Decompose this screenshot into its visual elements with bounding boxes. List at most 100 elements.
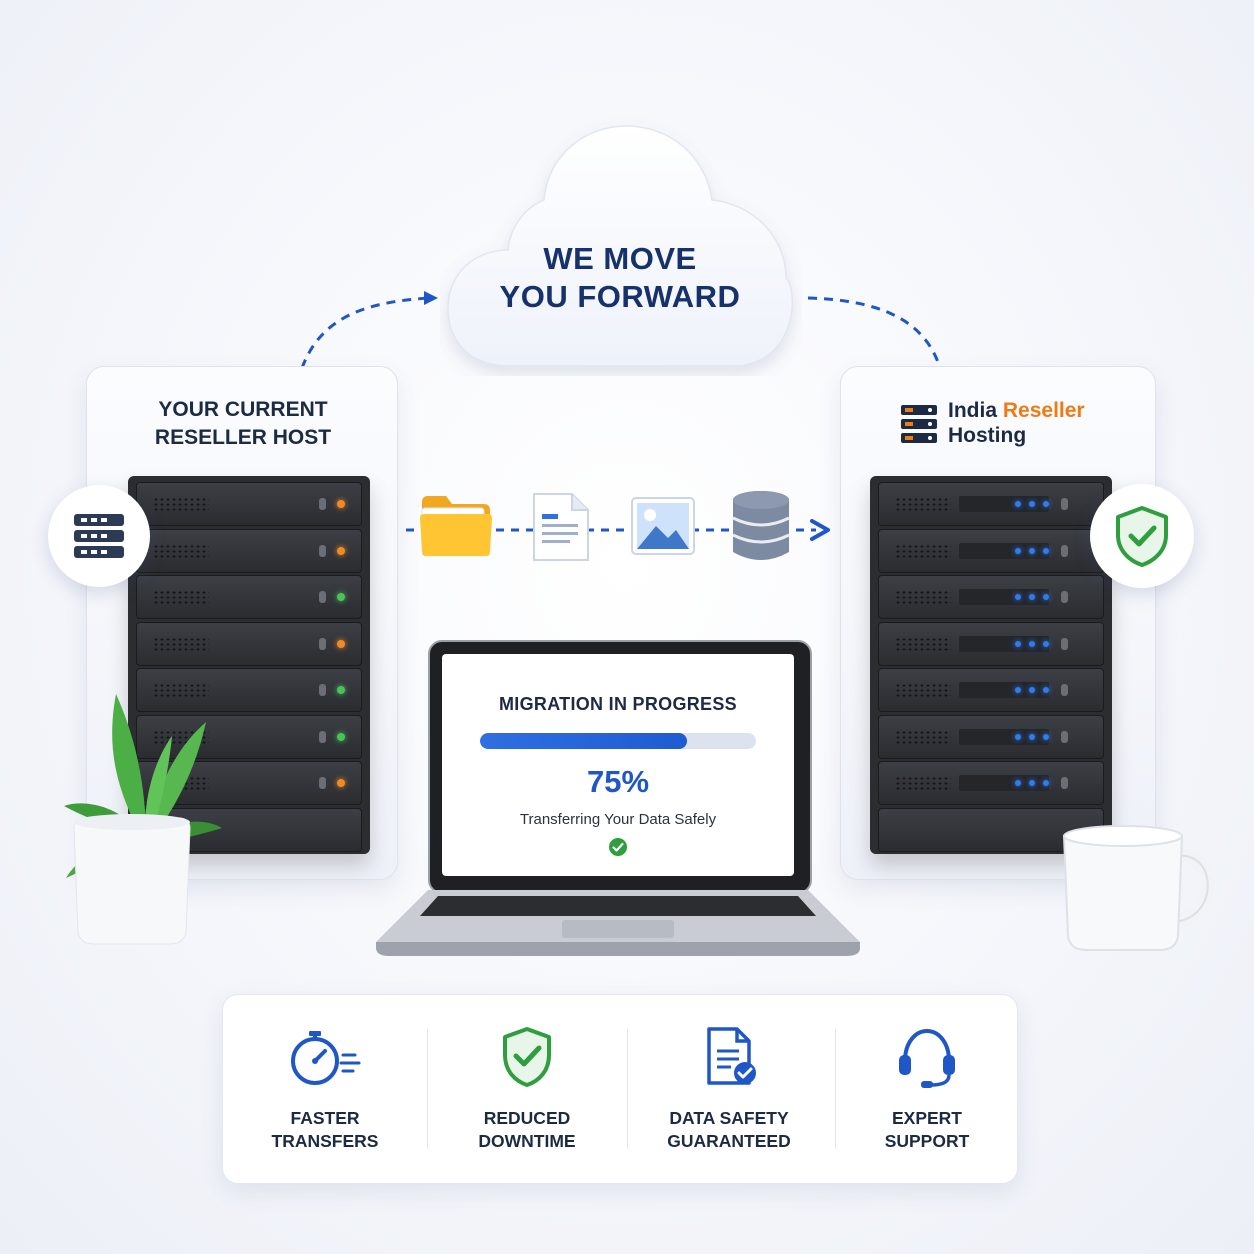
- feature-divider: [427, 1029, 428, 1149]
- status-led: [1015, 687, 1021, 693]
- server-unit: [136, 575, 362, 619]
- power-button: [1061, 730, 1068, 743]
- status-led: [1043, 733, 1049, 740]
- status-led: [1015, 547, 1021, 554]
- feature-label: EXPERT SUPPORT: [884, 1108, 970, 1151]
- server-unit: [878, 528, 1104, 573]
- current-host-title: YOUR CURRENT RESELLER HOST: [128, 396, 358, 452]
- security-badge: [1090, 484, 1194, 588]
- power-button: [319, 544, 326, 557]
- status-led: [1029, 780, 1035, 786]
- power-button: [1061, 544, 1068, 557]
- power-button: [319, 684, 326, 696]
- features-card: FASTER TRANSFERS REDUCED DOWNTIME DATA S…: [222, 994, 1018, 1184]
- shield-check-icon: [503, 1027, 551, 1087]
- headset-icon: [899, 1028, 955, 1088]
- status-led: [1029, 547, 1035, 554]
- current-host-title-line-1: YOUR CURRENT: [158, 398, 328, 421]
- server-vent: [153, 636, 209, 651]
- migration-progress-fill: [480, 733, 687, 749]
- status-led: [337, 546, 345, 555]
- status-led: [1043, 687, 1049, 693]
- power-button: [319, 637, 326, 650]
- status-led: [1043, 780, 1049, 786]
- server-unit: [878, 482, 1104, 526]
- cloud-shape: [447, 125, 794, 367]
- migration-status-title: MIGRATION IN PROGRESS: [499, 694, 737, 714]
- drive-slot: [959, 682, 1049, 698]
- power-button: [319, 498, 326, 510]
- status-led: [1029, 594, 1035, 600]
- server-vent: [895, 543, 951, 558]
- brand-word-india: India: [948, 399, 998, 422]
- cloud-headline: WE MOVE YOU FORWARD: [470, 240, 770, 316]
- migration-progress-bar: [480, 733, 756, 749]
- status-led: [1015, 780, 1021, 786]
- status-led: [1029, 687, 1035, 693]
- server-unit: [878, 575, 1104, 619]
- power-button: [1061, 498, 1068, 510]
- coffee-mug-decoration: [1062, 825, 1215, 951]
- feature-expert-support: EXPERT SUPPORT: [827, 995, 1027, 1183]
- document-icon: [533, 493, 589, 561]
- folder-icon: [420, 496, 492, 556]
- brand-name: India Reseller Hosting: [948, 398, 1085, 448]
- migration-percent: 75%: [586, 764, 650, 799]
- feature-reduced-downtime: REDUCED DOWNTIME: [427, 995, 627, 1183]
- server-vent: [895, 729, 951, 744]
- server-vent: [153, 497, 209, 511]
- status-led: [1029, 640, 1035, 647]
- laptop-keyboard-base: [376, 890, 860, 956]
- power-button: [319, 730, 326, 743]
- image-icon: [631, 497, 695, 555]
- server-unit: [878, 621, 1104, 666]
- plant-decoration: [64, 694, 222, 945]
- cloud-line-1: WE MOVE: [543, 241, 697, 276]
- stopwatch-icon: [291, 1031, 361, 1085]
- status-led: [337, 779, 345, 787]
- server-vent: [895, 497, 951, 511]
- status-led: [1043, 547, 1049, 554]
- database-icon: [732, 491, 790, 560]
- status-led: [1029, 733, 1035, 740]
- status-led: [1015, 733, 1021, 740]
- status-led: [337, 639, 345, 648]
- status-led: [337, 732, 345, 741]
- feature-divider: [835, 1029, 836, 1149]
- feature-data-safety: DATA SAFETY GUARANTEED: [627, 995, 831, 1183]
- status-led: [337, 686, 345, 694]
- power-button: [319, 591, 326, 603]
- server-icon: [74, 514, 124, 558]
- drive-slot: [959, 496, 1049, 512]
- status-led: [1043, 501, 1049, 507]
- server-logo-icon: [901, 405, 937, 443]
- server-unit: [136, 528, 362, 573]
- power-button: [1061, 684, 1068, 696]
- brand-word-reseller: Reseller: [1002, 399, 1085, 422]
- drive-slot: [959, 542, 1049, 559]
- server-unit: [878, 714, 1104, 759]
- power-button: [1061, 777, 1068, 789]
- status-led: [1043, 640, 1049, 647]
- power-button: [1061, 637, 1068, 650]
- new-server-rack: [870, 476, 1112, 854]
- shield-check-icon: [1116, 506, 1168, 567]
- drive-slot: [959, 728, 1049, 745]
- server-unit: [136, 668, 362, 712]
- feature-label: FASTER TRANSFERS: [271, 1108, 379, 1151]
- feature-faster-transfers: FASTER TRANSFERS: [223, 995, 427, 1183]
- server-vent: [895, 683, 951, 697]
- server-vent: [895, 636, 951, 651]
- server-unit: [136, 621, 362, 666]
- status-led: [1015, 501, 1021, 507]
- document-check-icon: [707, 1027, 756, 1085]
- power-button: [319, 777, 326, 789]
- transfer-flow: [406, 519, 830, 541]
- server-unit: [136, 482, 362, 526]
- current-host-title-line-2: RESELLER HOST: [154, 426, 332, 449]
- status-led: [1043, 594, 1049, 600]
- feature-divider: [627, 1029, 628, 1149]
- server-vent: [895, 776, 951, 790]
- server-vent: [153, 683, 209, 697]
